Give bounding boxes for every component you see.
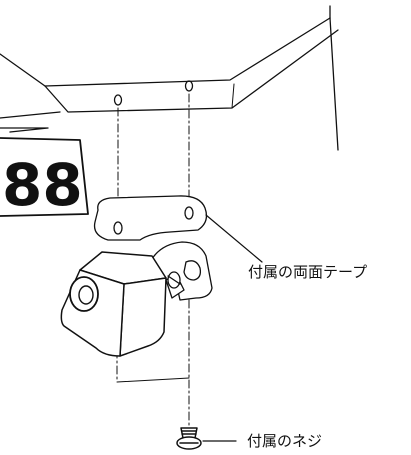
- screw: [176, 427, 202, 450]
- tape-leader-line: [205, 214, 263, 263]
- mounting-hole-left: [113, 94, 123, 106]
- vehicle-body: [0, 5, 339, 151]
- screw-callout: 付属のネジ: [247, 432, 322, 450]
- plate-number: 88: [2, 151, 83, 219]
- mounting-bracket: [149, 241, 213, 301]
- alignment-bracket: [116, 377, 190, 383]
- camera-lens-inner: [78, 285, 94, 305]
- license-plate: 88: [0, 137, 89, 219]
- mounting-hole-right: [184, 80, 194, 92]
- double-sided-tape: [93, 195, 208, 241]
- tape-callout: 付属の両面テープ: [248, 263, 367, 281]
- leader-lines: [202, 214, 263, 442]
- camera-unit: [60, 251, 167, 357]
- bracket-pivot: [165, 271, 185, 299]
- mounting-holes: [113, 80, 194, 106]
